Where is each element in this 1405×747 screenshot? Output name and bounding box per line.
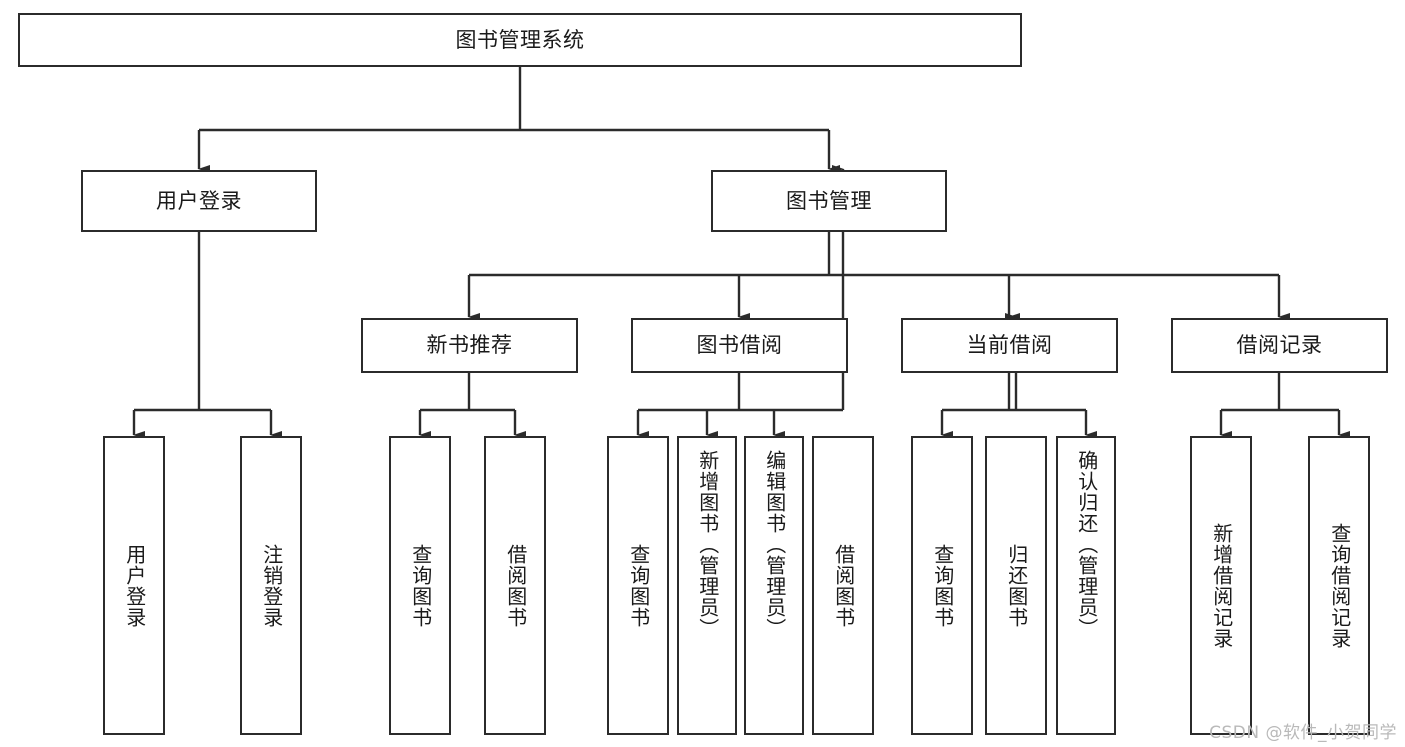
node-label: 查询图书 <box>626 543 651 628</box>
node-label: 新增图书（管理员） <box>695 450 720 639</box>
leaf-leaf-rec-search[interactable]: 查询借阅记录 <box>1308 436 1370 735</box>
leaf-leaf-user-login[interactable]: 用户登录 <box>103 436 165 735</box>
node-label: 查询图书 <box>408 543 433 628</box>
node-label: 注销登录 <box>259 543 284 628</box>
leaf-leaf-borrow-edit[interactable]: 编辑图书（管理员） <box>744 436 804 735</box>
leaf-leaf-rec-borrow[interactable]: 借阅图书 <box>484 436 546 735</box>
node-book-manage[interactable]: 图书管理 <box>711 170 947 232</box>
node-label: 确认归还（管理员） <box>1074 450 1099 639</box>
node-user-login[interactable]: 用户登录 <box>81 170 317 232</box>
node-label: 图书管理 <box>786 188 872 213</box>
node-new-book-rec[interactable]: 新书推荐 <box>361 318 578 373</box>
node-label: 新书推荐 <box>426 333 513 358</box>
leaf-leaf-cur-return[interactable]: 归还图书 <box>985 436 1047 735</box>
node-label: 借阅记录 <box>1236 333 1323 358</box>
node-label: 查询借阅记录 <box>1327 522 1352 649</box>
leaf-leaf-user-logout[interactable]: 注销登录 <box>240 436 302 735</box>
node-label: 图书管理系统 <box>455 27 585 52</box>
node-label: 编辑图书（管理员） <box>762 450 787 639</box>
leaf-leaf-borrow-lend[interactable]: 借阅图书 <box>812 436 874 735</box>
node-label: 当前借阅 <box>966 333 1053 358</box>
node-label: 查询图书 <box>930 543 955 628</box>
node-borrow-record[interactable]: 借阅记录 <box>1171 318 1388 373</box>
leaf-leaf-rec-add[interactable]: 新增借阅记录 <box>1190 436 1252 735</box>
leaf-leaf-borrow-query[interactable]: 查询图书 <box>607 436 669 735</box>
leaf-leaf-rec-query[interactable]: 查询图书 <box>389 436 451 735</box>
leaf-leaf-cur-query[interactable]: 查询图书 <box>911 436 973 735</box>
node-label: 用户登录 <box>156 188 242 213</box>
node-label: 借阅图书 <box>831 543 856 628</box>
node-root-book-management-system[interactable]: 图书管理系统 <box>18 13 1022 67</box>
leaf-leaf-cur-confirm[interactable]: 确认归还（管理员） <box>1056 436 1116 735</box>
node-current-borrow[interactable]: 当前借阅 <box>901 318 1118 373</box>
node-label: 归还图书 <box>1004 543 1029 628</box>
node-label: 用户登录 <box>122 543 147 628</box>
leaf-leaf-borrow-add[interactable]: 新增图书（管理员） <box>677 436 737 735</box>
node-book-borrow[interactable]: 图书借阅 <box>631 318 848 373</box>
node-label: 图书借阅 <box>696 333 783 358</box>
node-label: 借阅图书 <box>503 543 528 628</box>
node-label: 新增借阅记录 <box>1209 522 1234 649</box>
